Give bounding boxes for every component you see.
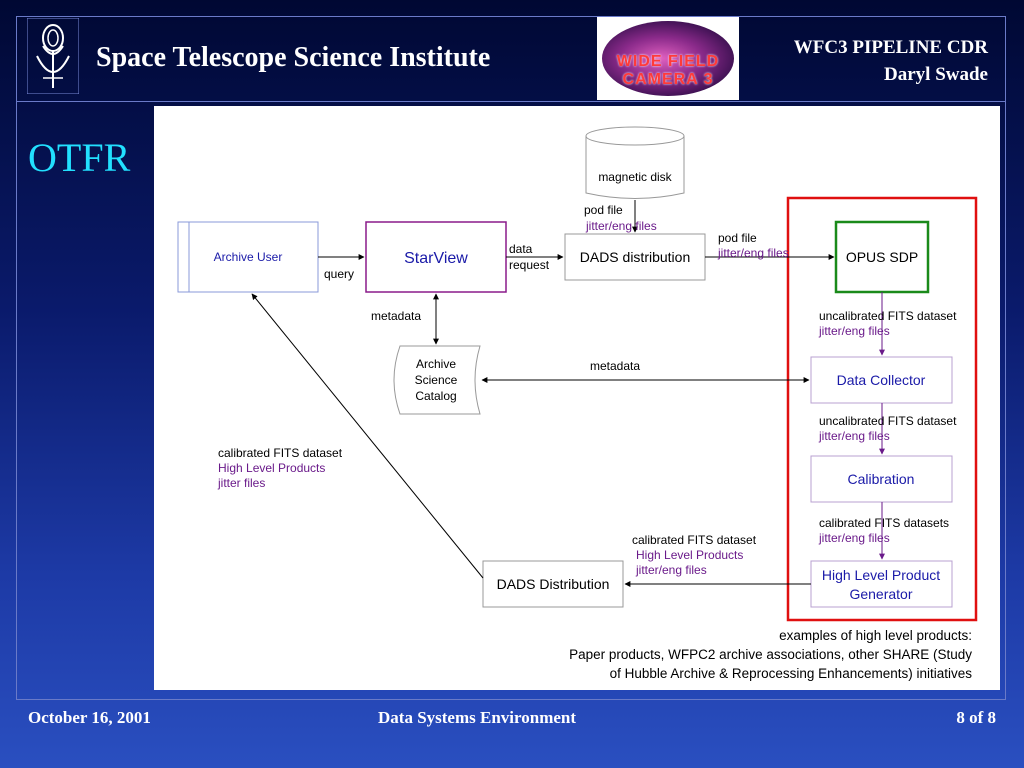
slide-title: OTFR [28,135,131,180]
dads-distribution-bottom-node: DADS Distribution [482,560,624,608]
label-hlp-left: High Level Products [218,461,325,475]
label-jitter-1: jitter/eng files [585,219,657,233]
label-jitter-left: jitter files [217,476,265,490]
label-cal-datasets: calibrated FITS datasets [819,516,949,530]
label-metadata-vertical: metadata [371,309,421,323]
examples-note-line-3: of Hubble Archive & Reprocessing Enhance… [610,666,973,681]
arrow-dads-to-user [251,293,484,579]
opus-sdp-label: OPUS SDP [846,249,918,265]
footer-section: Data Systems Environment [378,708,577,727]
label-jitter-2: jitter/eng files [717,246,789,260]
examples-note-line-1: examples of high level products: [779,628,972,643]
opus-sdp-node: OPUS SDP [834,220,930,294]
pipeline-highlight-box [786,196,978,622]
label-metadata-horizontal: metadata [590,359,640,373]
archive-catalog-line-1: Archive [416,357,456,371]
examples-note-line-2: Paper products, WFPC2 archive associatio… [569,647,972,662]
otfr-flow-diagram: magnetic disk Archive User StarView DADS… [177,126,978,681]
data-collector-label: Data Collector [837,372,926,388]
starview-node: StarView [365,221,507,293]
label-pod-file-2: pod file [718,231,757,245]
label-uncal-1: uncalibrated FITS dataset [819,309,957,323]
calibration-node: Calibration [810,455,953,503]
dads-distribution-bottom-label: DADS Distribution [497,576,610,592]
header-divider [16,101,1006,102]
hlp-generator-node: High Level Product Generator [810,560,953,608]
badge-text: WIDE FIELD CAMERA 3 [616,53,720,88]
archive-catalog-line-2: Science [415,373,458,387]
label-jitter-5: jitter/eng files [818,531,890,545]
wfc3-badge: WIDE FIELD CAMERA 3 [597,17,739,100]
org-title: Space Telescope Science Institute [96,42,491,73]
diagram-panel: magnetic disk Archive User StarView DADS… [154,106,1000,690]
label-cal-dataset-right: calibrated FITS dataset [632,533,757,547]
archive-catalog-line-3: Catalog [415,389,456,403]
data-collector-node: Data Collector [810,356,953,404]
stsci-logo-icon [27,18,79,94]
dads-distribution-top-node: DADS distribution [564,233,706,281]
label-jitter-6: jitter/eng files [635,563,707,577]
label-jitter-3: jitter/eng files [818,324,890,338]
project-title: WFC3 PIPELINE CDR [793,37,988,58]
footer-divider [16,699,1006,700]
presenter-name: Daryl Swade [884,64,988,85]
label-uncal-2: uncalibrated FITS dataset [819,414,957,428]
project-header: WFC3 PIPELINE CDR Daryl Swade [794,34,988,88]
archive-user-node: Archive User [177,221,319,293]
hlp-generator-line-1: High Level Product [822,567,940,583]
label-hlp-right: High Level Products [636,548,743,562]
label-query: query [324,267,354,281]
magnetic-disk-label: magnetic disk [598,170,672,184]
magnetic-disk-node: magnetic disk [585,126,685,199]
archive-catalog-node: Archive Science Catalog [393,345,481,415]
archive-user-label: Archive User [214,250,283,264]
calibration-label: Calibration [848,471,915,487]
starview-label: StarView [404,250,468,267]
footer-date: October 16, 2001 [28,708,151,727]
label-cal-dataset-left: calibrated FITS dataset [218,446,343,460]
label-jitter-4: jitter/eng files [818,429,890,443]
label-request: request [509,258,550,272]
footer-page-number: 8 of 8 [956,708,996,727]
dads-distribution-top-label: DADS distribution [580,249,691,265]
label-data: data [509,242,533,256]
label-pod-file-1: pod file [584,203,623,217]
hlp-generator-line-2: Generator [849,586,912,602]
wfc3-badge-image: WIDE FIELD CAMERA 3 [602,21,734,96]
